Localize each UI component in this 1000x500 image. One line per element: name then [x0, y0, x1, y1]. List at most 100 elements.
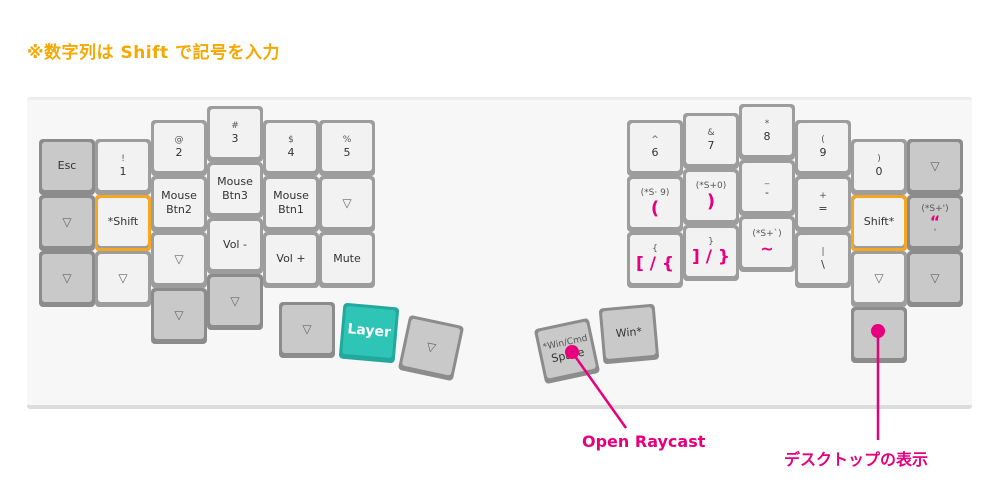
- key-right-row1-col6[interactable]: ▽: [907, 139, 963, 195]
- key-label: *Shift: [107, 215, 139, 229]
- key-left-row4-col3[interactable]: ▽: [151, 288, 207, 344]
- triangle-icon: ▽: [230, 293, 240, 308]
- triangle-icon: ▽: [62, 270, 72, 285]
- key-label: =: [818, 201, 828, 215]
- key-shift-label: ): [877, 153, 881, 164]
- key-left-row2-col1[interactable]: ▽: [39, 195, 95, 251]
- key-label: Mouse Btn3: [217, 175, 253, 202]
- key-equal[interactable]: +=: [795, 176, 851, 232]
- key-0[interactable]: )0: [851, 139, 907, 195]
- key-label: Vol -: [223, 238, 247, 252]
- key-label: (: [650, 197, 660, 219]
- key-left-row3-col3[interactable]: ▽: [151, 232, 207, 288]
- key-label: \: [821, 257, 825, 271]
- key-mouse-btn3[interactable]: Mouse Btn3: [207, 162, 263, 218]
- key-label: ] / }: [692, 247, 730, 268]
- key-shift-label: *: [764, 118, 770, 129]
- key-label: 9: [819, 145, 827, 159]
- key-1[interactable]: !1: [95, 139, 151, 195]
- key-label: 5: [343, 145, 351, 159]
- key-sub-label: ': [933, 228, 937, 239]
- key-label: 8: [763, 129, 771, 143]
- key-shift-label: (*S+'): [921, 204, 949, 215]
- triangle-icon: ▽: [62, 214, 72, 229]
- key-label: 6: [651, 145, 659, 159]
- key-mouse-btn2[interactable]: Mouse Btn2: [151, 176, 207, 232]
- key-esc[interactable]: Esc: [39, 139, 95, 195]
- key-label: -: [765, 185, 769, 199]
- key-right-row3-col5[interactable]: ▽: [851, 251, 907, 307]
- key-vol-minus[interactable]: Vol -: [207, 218, 263, 274]
- key-8[interactable]: *8: [739, 104, 795, 160]
- key-label: Mute: [333, 252, 361, 266]
- key-quote[interactable]: (*S+')“': [907, 195, 963, 251]
- key-label: 7: [707, 138, 715, 152]
- key-minus[interactable]: _-: [739, 160, 795, 216]
- key-label: “: [929, 211, 941, 231]
- key-shift-right[interactable]: Shift*: [851, 195, 907, 251]
- key-label: Vol +: [276, 252, 306, 266]
- key-shift-label: (: [821, 134, 825, 145]
- key-left-row3-col1[interactable]: ▽: [39, 251, 95, 307]
- key-6[interactable]: ^6: [627, 120, 683, 176]
- triangle-icon: ▽: [930, 158, 940, 173]
- key-label: [ / {: [636, 254, 674, 275]
- key-9[interactable]: (9: [795, 120, 851, 176]
- key-shift-label: {: [652, 244, 658, 255]
- key-shift-label: }: [708, 237, 714, 248]
- callout-dot-raycast: [565, 345, 579, 359]
- key-left-row3-col2[interactable]: ▽: [95, 251, 151, 307]
- key-shift-label: (*S+`): [752, 229, 782, 240]
- key-paren-open[interactable]: (*S· 9)(: [627, 176, 683, 232]
- key-2[interactable]: @2: [151, 120, 207, 176]
- triangle-icon: ▽: [874, 270, 884, 285]
- key-5[interactable]: %5: [319, 120, 375, 176]
- key-left-row4-col4[interactable]: ▽: [207, 274, 263, 330]
- key-right-row3-col6[interactable]: ▽: [907, 251, 963, 307]
- key-shift-label: #: [231, 120, 239, 131]
- triangle-icon: ▽: [174, 307, 184, 322]
- key-label: 3: [231, 131, 239, 145]
- key-label: 0: [875, 164, 883, 178]
- key-mouse-btn1[interactable]: Mouse Btn1: [263, 176, 319, 232]
- triangle-icon: ▽: [174, 251, 184, 266]
- key-shift-label: %: [342, 134, 352, 145]
- key-label: Mouse Btn2: [161, 189, 197, 216]
- key-label: ): [706, 190, 716, 212]
- key-label: ~: [760, 238, 774, 258]
- key-mute[interactable]: Mute: [319, 232, 375, 288]
- callout-line-raycast: [570, 351, 628, 429]
- callout-raycast: Open Raycast: [582, 432, 706, 451]
- callout-desktop: デスクトップの表示: [784, 450, 929, 469]
- key-shift-label: |: [821, 246, 825, 257]
- key-4[interactable]: $4: [263, 120, 319, 176]
- triangle-icon: ▽: [302, 321, 312, 336]
- key-label: 4: [287, 145, 295, 159]
- key-shift-label: (*S+0): [695, 181, 727, 192]
- key-shift-label: !: [121, 153, 125, 164]
- key-label: 2: [175, 145, 183, 159]
- key-paren-close[interactable]: (*S+0)): [683, 169, 739, 225]
- key-left-row2-col6[interactable]: ▽: [319, 176, 375, 232]
- key-tilde[interactable]: (*S+`)~: [739, 216, 795, 272]
- triangle-icon: ▽: [118, 270, 128, 285]
- key-shift-label: ^: [651, 134, 659, 145]
- key-bracket-open[interactable]: {[ / {: [627, 232, 683, 288]
- key-shift-label: +: [819, 190, 827, 201]
- key-shift-label: _: [764, 174, 770, 185]
- key-bracket-close[interactable]: }] / }: [683, 225, 739, 281]
- key-left-thumb-1[interactable]: ▽: [279, 302, 335, 358]
- key-7[interactable]: &7: [683, 113, 739, 169]
- key-label: Esc: [57, 159, 77, 173]
- triangle-icon: ▽: [342, 195, 352, 210]
- header-note: ※数字列は Shift で記号を入力: [27, 43, 281, 63]
- key-vol-plus[interactable]: Vol +: [263, 232, 319, 288]
- key-label: 1: [119, 164, 127, 178]
- key-3[interactable]: #3: [207, 106, 263, 162]
- key-label: Shift*: [863, 215, 895, 229]
- key-backslash[interactable]: |\: [795, 232, 851, 288]
- key-label: Mouse Btn1: [273, 189, 309, 216]
- key-shift-left[interactable]: *Shift: [95, 195, 151, 251]
- key-shift-label: (*S· 9): [640, 188, 670, 199]
